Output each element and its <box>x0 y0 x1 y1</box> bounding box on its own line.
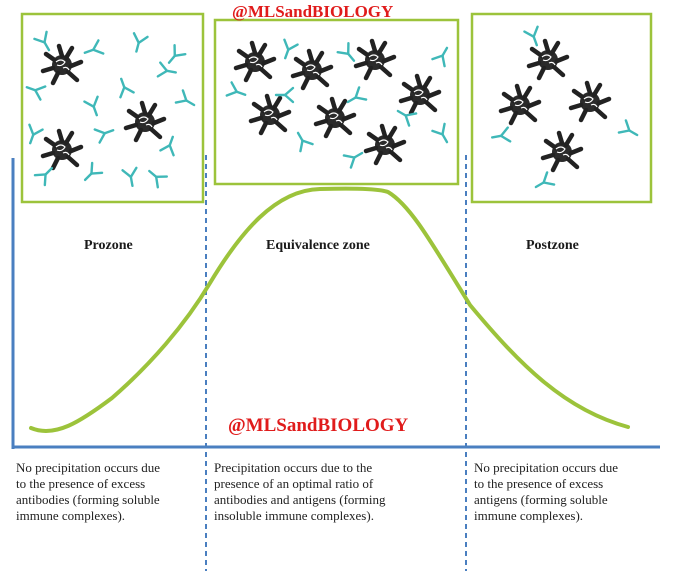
description-prozone: No precipitation occurs due to the prese… <box>16 460 160 524</box>
precipitation-curve <box>29 186 630 434</box>
prozone-illustration <box>20 12 205 204</box>
description-line: No precipitation occurs due <box>16 460 161 475</box>
description-line: to the presence of excess <box>16 476 146 491</box>
description-line: Precipitation occurs due to the <box>214 460 373 475</box>
description-line: antibodies (forming soluble <box>16 492 160 507</box>
description-line: insoluble immune complexes). <box>214 508 374 523</box>
description-postzone: No precipitation occurs due to the prese… <box>474 460 618 524</box>
watermark-middle: @MLSandBIOLOGY <box>228 415 409 436</box>
description-line: to the presence of excess <box>474 476 604 491</box>
description-line: antibodies and antigens (forming <box>214 492 386 507</box>
description-line: immune complexes). <box>474 508 584 523</box>
description-line: presence of an optimal ratio of <box>214 476 374 491</box>
zone-label-postzone: Postzone <box>526 238 579 253</box>
description-equivalence: Precipitation occurs due to the presence… <box>214 460 386 524</box>
watermark-top: @MLSandBIOLOGY <box>232 2 394 21</box>
zone-label-prozone: Prozone <box>84 238 133 253</box>
description-line: antigens (forming soluble <box>474 492 608 507</box>
description-line: immune complexes). <box>16 508 126 523</box>
postzone-illustration <box>470 12 653 204</box>
description-line: No precipitation occurs due <box>474 460 619 475</box>
equivalence-zone-illustration <box>213 18 460 186</box>
zone-label-equivalence: Equivalence zone <box>266 238 370 253</box>
